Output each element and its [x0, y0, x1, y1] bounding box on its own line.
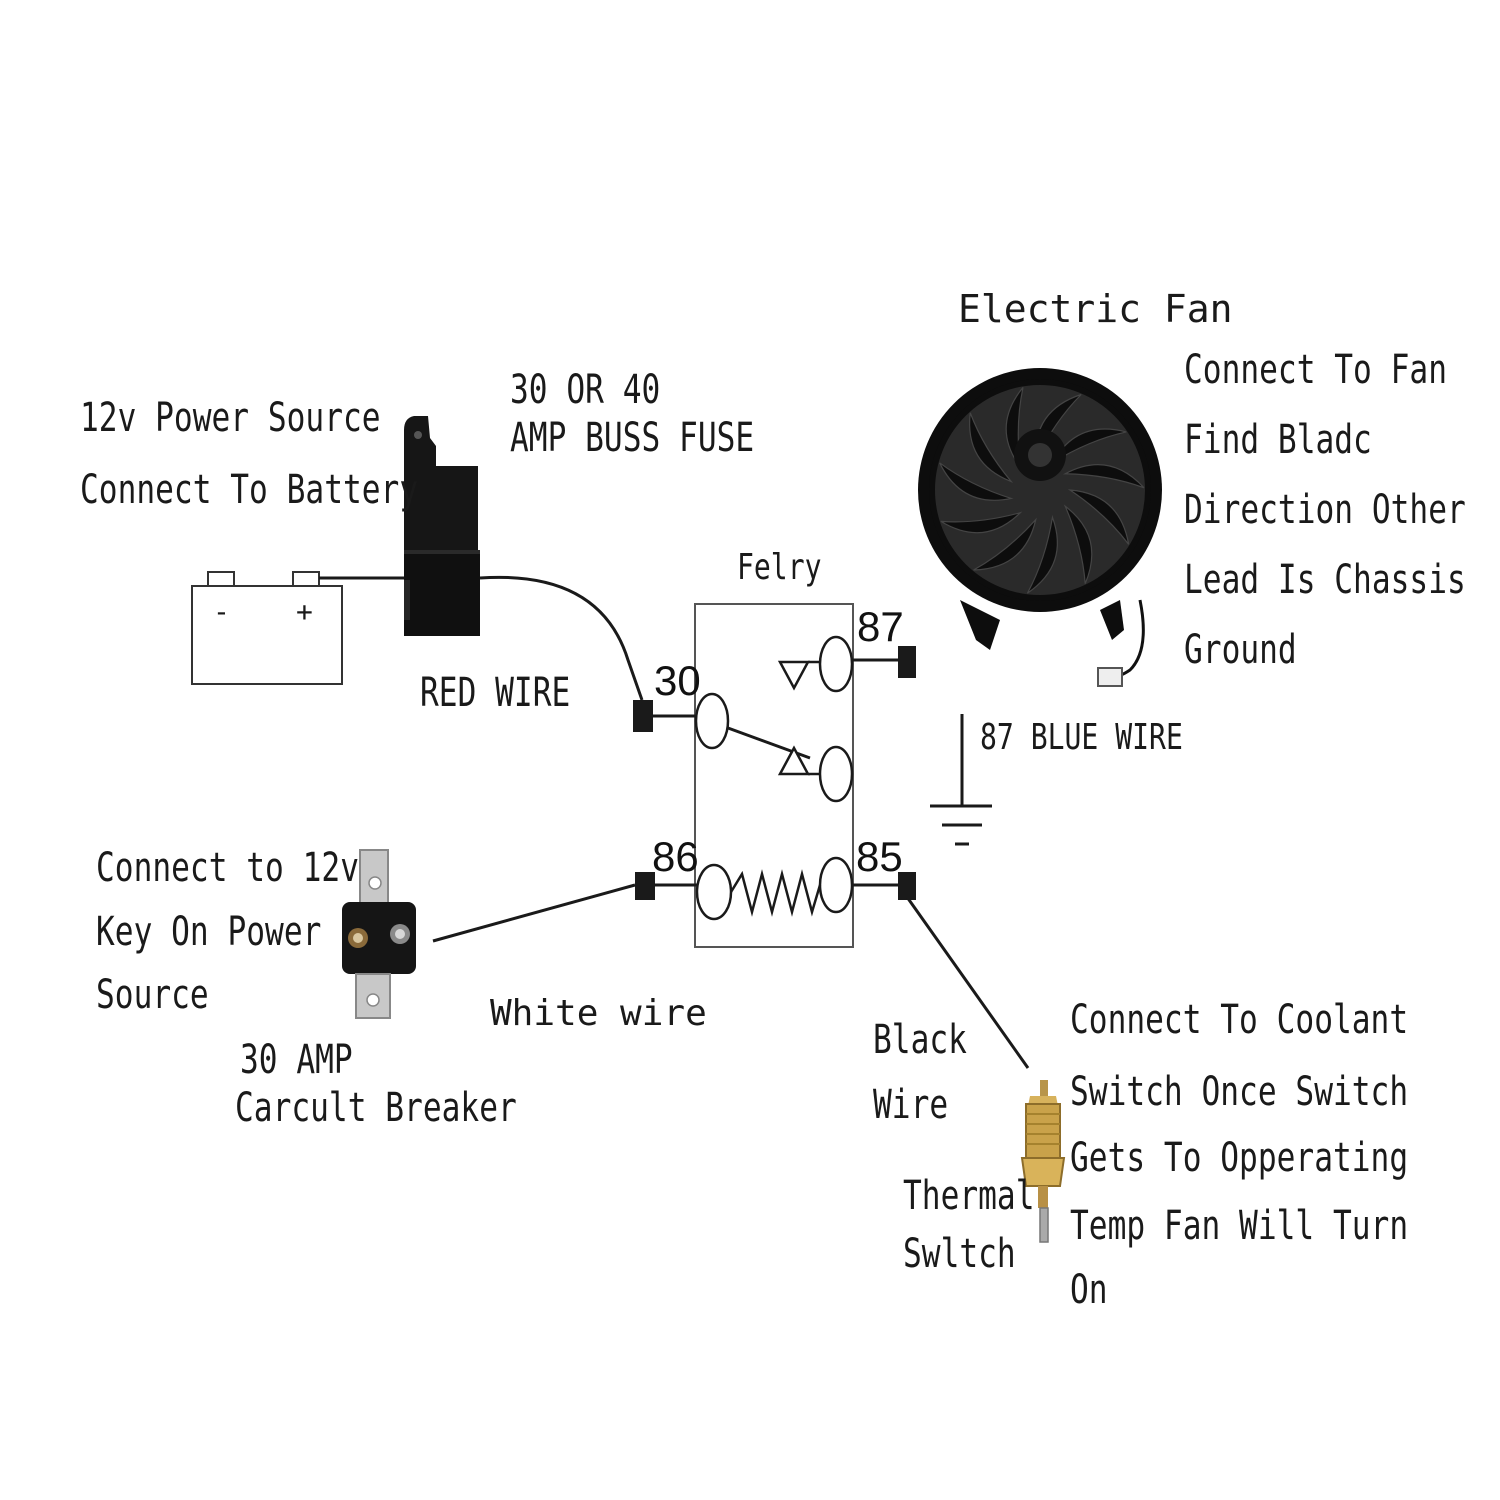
ground-symbol-icon	[930, 714, 992, 846]
fan-blade	[973, 517, 1037, 571]
fan-blade	[969, 412, 1014, 483]
breaker-label-line1: 30 AMP	[240, 1037, 353, 1083]
thermal-switch-line1: Thermal	[903, 1173, 1035, 1219]
fuse-label-line1: 30 OR 40	[510, 367, 661, 413]
fan-note-line2: Find Bladc	[1184, 417, 1372, 463]
fan-blade	[1067, 489, 1130, 545]
circuit-breaker-icon	[342, 849, 416, 1019]
black-wire-line1: Black	[873, 1017, 967, 1063]
thermal-note-line4: Temp Fan Will Turn	[1070, 1203, 1409, 1249]
fan-note-line4: Lead Is Chassis	[1184, 557, 1466, 603]
terminal-85-label: 85	[856, 833, 903, 880]
fan-blade	[1050, 428, 1127, 465]
terminal-86-connector	[635, 872, 655, 900]
terminal-30-label: 30	[654, 657, 701, 704]
fan-blade	[939, 462, 1014, 501]
terminal-30-connector	[633, 700, 653, 732]
thermal-note-line3: Gets To Opperating	[1070, 1135, 1409, 1181]
fan-blade	[1062, 464, 1145, 489]
fan-blade	[940, 511, 1023, 534]
white-wire	[432, 883, 636, 943]
fan-title: Electric Fan	[958, 287, 1233, 331]
battery-icon	[191, 571, 343, 685]
battery-title-line1: 12v Power Source	[80, 395, 381, 441]
thermal-switch-line2: Swltch	[903, 1231, 1016, 1277]
fan-note-line5: Ground	[1184, 627, 1297, 673]
battery-title-line2: Connect To Battery	[80, 467, 419, 513]
thermal-switch-icon	[1020, 1080, 1066, 1243]
white-wire-label: White wire	[490, 993, 707, 1034]
breaker-source-line2: Key On Power	[96, 909, 322, 955]
relay-icon	[653, 603, 900, 948]
terminal-87-connector	[898, 646, 916, 678]
battery-minus-label: -	[213, 595, 230, 628]
breaker-source-line1: Connect to 12v	[96, 845, 359, 891]
fan-note-line1: Connect To Fan	[1184, 347, 1447, 393]
black-wire-line2: Wire	[873, 1082, 949, 1128]
red-wire-label: RED WIRE	[420, 670, 571, 716]
fan-blade	[1063, 504, 1093, 584]
breaker-label-line2: Carcult Breaker	[235, 1085, 517, 1131]
terminal-87-label: 87	[857, 603, 904, 650]
thermal-note-line5: On	[1070, 1267, 1108, 1313]
terminal-85-connector	[898, 872, 916, 900]
thermal-note-line1: Connect To Coolant	[1070, 997, 1409, 1043]
terminal-86-label: 86	[652, 833, 699, 880]
thermal-note-line2: Switch Once Switch	[1070, 1069, 1409, 1115]
relay-title: Felry	[737, 547, 822, 588]
fan-note-line3: Direction Other	[1184, 487, 1466, 533]
electric-fan-icon	[918, 368, 1162, 687]
blue-wire-label: 87 BLUE WIRE	[980, 717, 1183, 758]
battery-plus-label: +	[296, 595, 313, 628]
fuse-holder-icon	[404, 416, 480, 636]
fan-blade	[1026, 514, 1058, 594]
black-wire	[905, 896, 1030, 1069]
breaker-source-line3: Source	[96, 972, 209, 1018]
red-wire	[479, 575, 644, 701]
fuse-label-line2: AMP BUSS FUSE	[510, 415, 755, 461]
